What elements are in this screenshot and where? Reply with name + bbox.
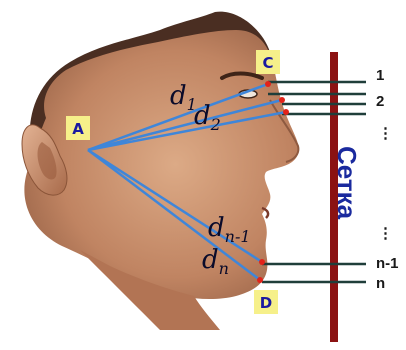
eyebrow bbox=[220, 71, 264, 80]
distance-labels: d1 d2 dn-1 dn bbox=[170, 81, 251, 278]
grid-row-label-ellipsis-bottom: ⋮ bbox=[378, 225, 393, 242]
line-a-c-1 bbox=[87, 82, 269, 152]
distance-dn: dn bbox=[202, 245, 229, 278]
point-d-label: D bbox=[260, 294, 272, 312]
distance-d1: d1 bbox=[170, 81, 197, 114]
line-a-c-3 bbox=[87, 110, 287, 152]
dot-n-1 bbox=[259, 259, 265, 265]
point-d: D bbox=[254, 290, 278, 314]
mouth bbox=[261, 206, 270, 219]
point-c-box bbox=[256, 50, 280, 74]
point-d-box bbox=[254, 290, 278, 314]
ear-inner bbox=[37, 142, 57, 180]
dot-2 bbox=[279, 97, 285, 103]
grid-row-label-n: n bbox=[376, 275, 385, 292]
distance-dn-1: dn-1 bbox=[208, 213, 251, 246]
line-a-d-1 bbox=[87, 148, 263, 264]
point-c: C bbox=[256, 50, 280, 74]
nose bbox=[269, 99, 300, 163]
grid-row-label-ellipsis-top: ⋮ bbox=[378, 125, 393, 142]
grid-vertical-bar bbox=[330, 52, 338, 342]
line-a-c-2 bbox=[87, 98, 283, 152]
point-a: A bbox=[66, 116, 90, 140]
grid-row-label-2: 2 bbox=[376, 93, 384, 110]
measurement-lines bbox=[87, 82, 287, 281]
neck bbox=[80, 250, 220, 330]
distance-d2: d2 bbox=[194, 101, 221, 134]
landmark-dots bbox=[257, 81, 289, 283]
dot-c bbox=[265, 81, 271, 87]
grid: 1 2 ⋮ ⋮ n-1 n Сетка bbox=[262, 52, 399, 342]
grid-title: Сетка bbox=[332, 146, 362, 220]
grid-row-label-n-1: n-1 bbox=[376, 255, 399, 272]
point-a-box bbox=[66, 116, 90, 140]
point-c-label: C bbox=[262, 54, 273, 72]
dot-d bbox=[257, 277, 263, 283]
line-a-d-2 bbox=[87, 149, 261, 281]
grid-row-label-1: 1 bbox=[376, 67, 384, 84]
dot-3 bbox=[283, 109, 289, 115]
point-a-label: A bbox=[72, 120, 84, 138]
